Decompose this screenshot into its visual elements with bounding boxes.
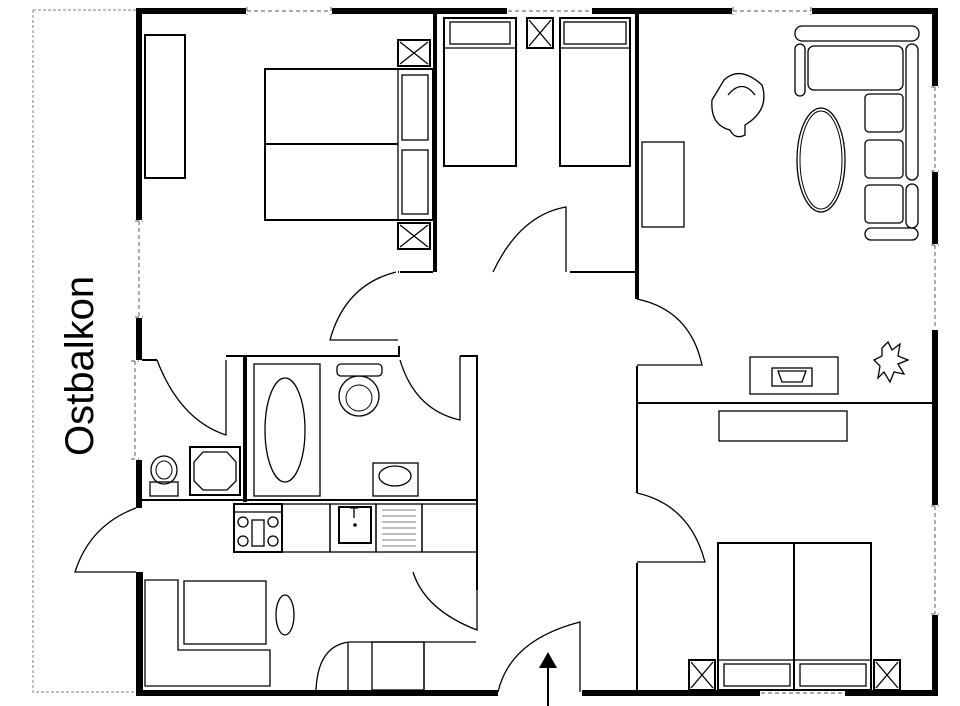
entrance-arrow-icon <box>539 652 557 706</box>
nightstand-2a <box>688 659 716 691</box>
kitchen-counter-2 <box>315 641 476 691</box>
corner-bench <box>144 579 271 687</box>
exterior-walls <box>136 8 938 696</box>
balcony-label: Ostbalkon <box>58 275 102 456</box>
bathroom-furniture <box>253 363 419 497</box>
nightstand-1b <box>397 222 431 250</box>
wc-furniture <box>149 446 241 497</box>
kitchen-furniture <box>233 503 478 553</box>
armchair <box>711 73 765 138</box>
bedroom-1-furniture <box>144 34 434 250</box>
nightstand-1a <box>397 39 431 67</box>
counter-a <box>281 503 331 553</box>
sofa-back <box>794 25 920 42</box>
door-entrance <box>497 621 581 693</box>
bath-toilet-tank <box>336 363 383 377</box>
shower <box>189 446 241 496</box>
bedroom-2-furniture <box>688 410 901 691</box>
door-living <box>636 298 703 366</box>
plant-icon <box>872 340 910 384</box>
bath-toilet <box>338 375 380 417</box>
windows <box>131 7 939 694</box>
sofa-seat <box>807 45 904 91</box>
bathtub <box>253 363 321 497</box>
sink-cabinet <box>329 503 377 553</box>
dining-furniture <box>144 579 476 691</box>
wc-toilet-tank <box>149 481 179 497</box>
doors[interactable] <box>74 206 706 693</box>
children-room-furniture <box>443 17 631 167</box>
door-kitchen-dining <box>412 571 478 631</box>
door-childroom <box>492 206 567 273</box>
single-bed-b <box>559 17 631 167</box>
tv-stand <box>749 356 839 395</box>
wardrobe-2 <box>718 410 848 442</box>
wardrobe-1 <box>144 34 186 179</box>
washbasin <box>372 462 419 497</box>
stove <box>233 503 283 553</box>
counter-b <box>421 503 478 553</box>
sink <box>338 506 372 544</box>
desk <box>641 141 685 228</box>
tv <box>771 367 813 387</box>
door-bath <box>399 356 461 421</box>
stool <box>275 594 295 636</box>
wc-toilet <box>150 455 178 485</box>
nightstand-c <box>526 17 554 49</box>
dining-table <box>183 580 267 645</box>
living-room-furniture <box>641 25 920 395</box>
door-bedroom2 <box>636 492 706 563</box>
balcony-outline <box>32 9 136 693</box>
door-bedroom1 <box>329 271 398 341</box>
door-wc <box>156 359 227 436</box>
oval-table <box>796 107 846 213</box>
interior-walls <box>141 14 932 692</box>
door-balcony <box>74 507 137 573</box>
single-bed-a <box>443 17 517 167</box>
nightstand-2b <box>873 659 901 691</box>
